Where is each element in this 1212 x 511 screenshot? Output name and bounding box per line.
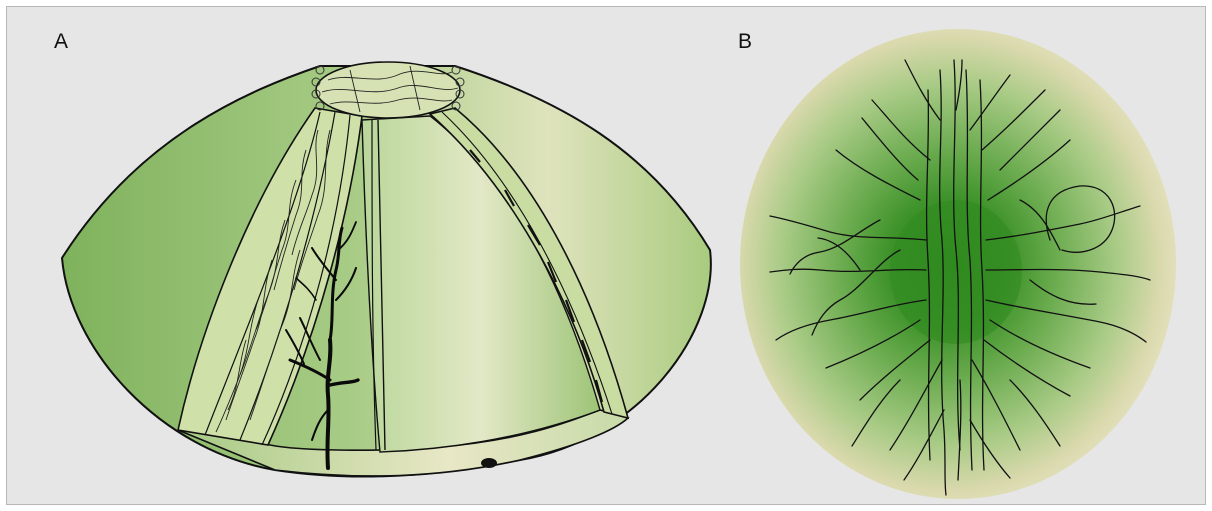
top-cap: [316, 62, 460, 118]
dome-spot: [481, 458, 497, 468]
panel-b-disc: [740, 29, 1176, 499]
panel-a-dome: [62, 62, 711, 477]
disc-core: [890, 200, 1022, 344]
